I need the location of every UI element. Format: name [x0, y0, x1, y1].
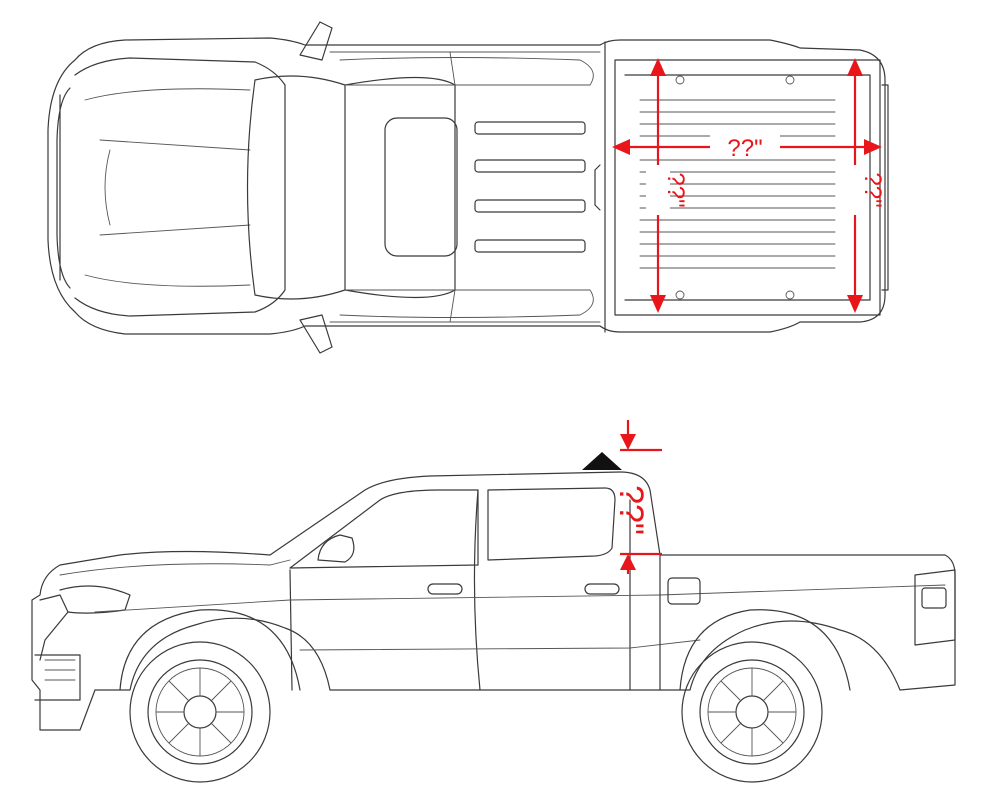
- bed-length-left-label: ??": [662, 172, 689, 207]
- bed-length-right-label: ??": [859, 172, 886, 207]
- rail-height-label: ??": [612, 485, 650, 535]
- bed-width-label: ??": [727, 135, 762, 162]
- bed-length-right-dimension: ??": [843, 58, 886, 313]
- truck-side-view: [31, 452, 956, 783]
- rail-height-dimension: ??": [612, 420, 662, 574]
- truck-top-view: [47, 21, 889, 354]
- bed-width-dimension: ??": [612, 135, 882, 162]
- bed-length-left-dimension: ??": [646, 58, 689, 313]
- roof-accessory: [582, 452, 622, 470]
